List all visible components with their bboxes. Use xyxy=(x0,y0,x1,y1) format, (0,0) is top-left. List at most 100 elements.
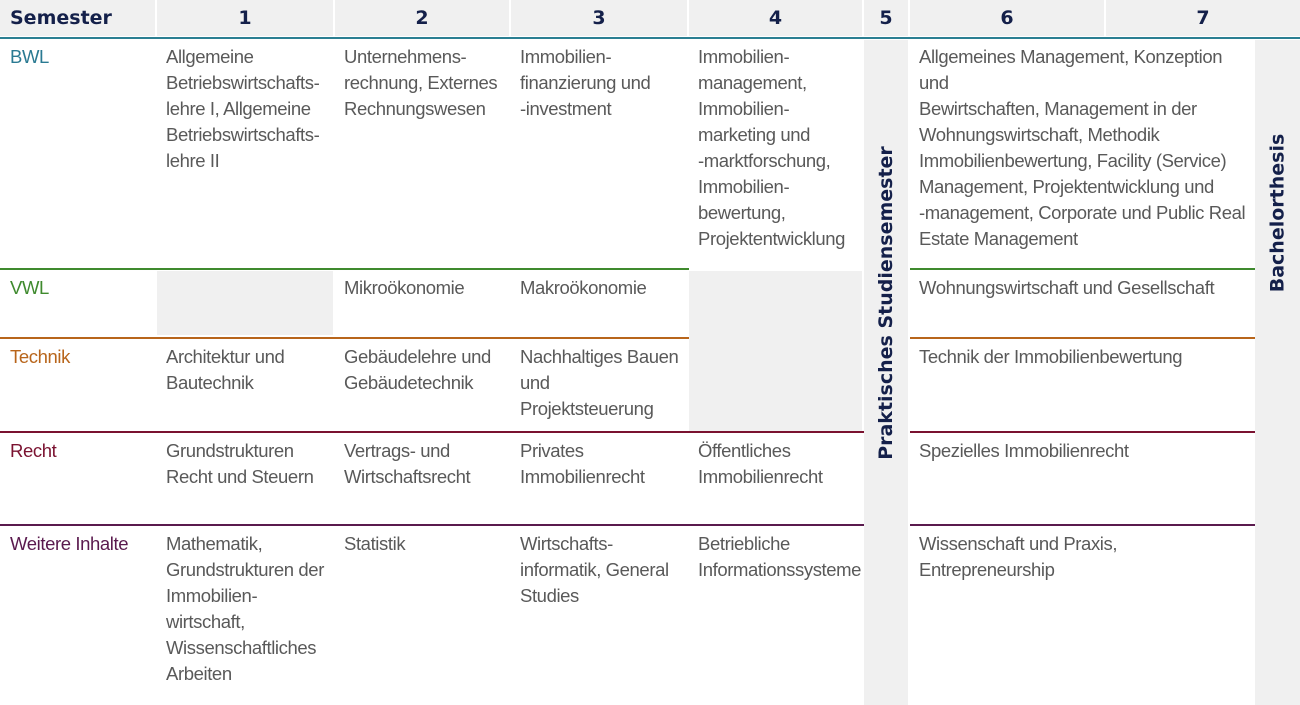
row-divider-recht xyxy=(0,524,864,526)
row-divider-vwl xyxy=(0,337,689,339)
cell-line: -management, Corporate und Public Real xyxy=(919,202,1246,223)
cell-line: Wissenschaft und Praxis, Entrepreneurshi… xyxy=(919,533,1118,580)
cell-weitere-s6-7: Wissenschaft und Praxis, Entrepreneurshi… xyxy=(910,527,1255,583)
cell-line: Immobilien- xyxy=(698,176,790,197)
row-label-weitere-inhalte: Weitere Inhalte xyxy=(10,533,129,554)
cell-line: Nachhaltiges Bauen xyxy=(520,346,679,367)
semester-7-column xyxy=(1255,40,1300,705)
bachelorthesis-label: Bachelorthesis xyxy=(1266,133,1289,292)
header-divider xyxy=(0,37,1300,39)
cell-line: Immobilienbewertung, Facility (Service) xyxy=(919,150,1227,171)
cell-line: Spezielles Immobilienrecht xyxy=(919,440,1129,461)
cell-line: Grundstrukturen der xyxy=(166,559,324,580)
cell-line: Immobilienrecht xyxy=(698,466,823,487)
cell-vwl-s3: Makroökonomie xyxy=(511,271,687,301)
cell-line: Betriebswirtschafts- xyxy=(166,72,320,93)
row-divider-technik-right xyxy=(910,431,1255,433)
cell-line: Recht und Steuern xyxy=(166,466,314,487)
header-semester-5: 5 xyxy=(864,0,908,36)
cell-line: Vertrags- und xyxy=(344,440,450,461)
header-semester-6: 6 xyxy=(910,0,1104,36)
cell-line: Immobilien- xyxy=(698,46,790,67)
cell-line: Estate Management xyxy=(919,228,1078,249)
cell-line: Immobilien- xyxy=(698,98,790,119)
row-label-technik: Technik xyxy=(10,346,70,367)
cell-line: wirtschaft, xyxy=(166,611,245,632)
row-divider-recht-right xyxy=(910,524,1255,526)
cell-line: lehre II xyxy=(166,150,220,171)
cell-recht-s1: Grundstrukturen Recht und Steuern xyxy=(157,434,333,490)
row-label-bwl: BWL xyxy=(10,46,49,67)
cell-line: Allgemeines Management, Konzeption und xyxy=(919,46,1223,93)
cell-recht-s2: Vertrags- und Wirtschaftsrecht xyxy=(335,434,509,490)
cell-line: Bewirtschaften, Management in der xyxy=(919,98,1197,119)
cell-line: Gebäudetechnik xyxy=(344,372,474,393)
row-divider-vwl-right xyxy=(910,337,1255,339)
cell-line: und xyxy=(520,372,550,393)
cell-line: Wissenschaftliches xyxy=(166,637,317,658)
cell-bwl-s4: Immobilien- management, Immobilien- mark… xyxy=(689,40,862,252)
empty-cell-vwl-s1 xyxy=(157,271,333,335)
row-divider-bwl xyxy=(0,268,689,270)
semester-5-column xyxy=(864,40,908,705)
cell-line: marketing und xyxy=(698,124,811,145)
cell-recht-s3: Privates Immobilienrecht xyxy=(511,434,687,490)
cell-weitere-s1: Mathematik, Grundstrukturen der Immobili… xyxy=(157,527,333,687)
cell-line: Gebäudelehre und xyxy=(344,346,491,367)
row-divider-technik xyxy=(0,431,864,433)
cell-line: Rechnungswesen xyxy=(344,98,486,119)
cell-line: Arbeiten xyxy=(166,663,232,684)
cell-line: Wohnungswirtschaft, Methodik xyxy=(919,124,1160,145)
cell-technik-s6-7: Technik der Immobilienbewertung xyxy=(910,340,1255,370)
cell-line: Informationssysteme xyxy=(698,559,862,580)
cell-bwl-s3: Immobilien- finanzierung und -investment xyxy=(511,40,687,122)
cell-line: bewertung, xyxy=(698,202,786,223)
cell-line: Mikroökonomie xyxy=(344,277,465,298)
header-semester-3: 3 xyxy=(511,0,687,36)
row-label-recht: Recht xyxy=(10,440,57,461)
cell-line: Privates xyxy=(520,440,584,461)
cell-line: Wirtschaftsrecht xyxy=(344,466,471,487)
cell-line: Grundstrukturen xyxy=(166,440,294,461)
cell-bwl-s6-7: Allgemeines Management, Konzeption und B… xyxy=(910,40,1255,252)
cell-line: Studies xyxy=(520,585,579,606)
cell-line: Statistik xyxy=(344,533,406,554)
cell-line: Öffentliches xyxy=(698,440,791,461)
cell-line: finanzierung und xyxy=(520,72,651,93)
header-semester-1: 1 xyxy=(157,0,333,36)
cell-line: -marktforschung, xyxy=(698,150,831,171)
cell-weitere-s2: Statistik xyxy=(335,527,509,557)
cell-bwl-s2: Unternehmens- rechnung, Externes Rechnun… xyxy=(335,40,509,122)
cell-line: Immobilien- xyxy=(166,585,258,606)
row-divider-bwl-right xyxy=(910,268,1255,270)
cell-line: Betriebswirtschafts- xyxy=(166,124,320,145)
cell-line: lehre I, Allgemeine xyxy=(166,98,311,119)
cell-recht-s4: Öffentliches Immobilienrecht xyxy=(689,434,862,490)
cell-line: Allgemeine xyxy=(166,46,254,67)
cell-vwl-s2: Mikroökonomie xyxy=(335,271,509,301)
header-semester-2: 2 xyxy=(335,0,509,36)
cell-technik-s1: Architektur und Bautechnik xyxy=(157,340,333,396)
cell-recht-s6-7: Spezielles Immobilienrecht xyxy=(910,434,1255,464)
cell-technik-s3: Nachhaltiges Bauen und Projektsteuerung xyxy=(511,340,687,422)
cell-line: Management, Projektentwicklung und xyxy=(919,176,1214,197)
cell-line: Bautechnik xyxy=(166,372,254,393)
cell-line: -investment xyxy=(520,98,612,119)
cell-line: Projektentwicklung xyxy=(698,228,846,249)
praktisches-studiensemester-label: Praktisches Studiensemester xyxy=(875,145,898,460)
cell-line: Wirtschafts- xyxy=(520,533,613,554)
row-label-vwl: VWL xyxy=(10,277,49,298)
cell-line: management, xyxy=(698,72,807,93)
header-semester-7: 7 xyxy=(1106,0,1300,36)
header-semester-label: Semester xyxy=(0,0,155,36)
cell-line: Technik der Immobilienbewertung xyxy=(919,346,1183,367)
cell-vwl-s6-7: Wohnungswirtschaft und Gesellschaft xyxy=(910,271,1255,301)
cell-line: Betriebliche xyxy=(698,533,790,554)
cell-line: Wohnungswirtschaft und Gesellschaft xyxy=(919,277,1215,298)
cell-line: rechnung, Externes xyxy=(344,72,498,93)
header-semester-4: 4 xyxy=(689,0,862,36)
cell-line: Mathematik, xyxy=(166,533,263,554)
cell-technik-s2: Gebäudelehre und Gebäudetechnik xyxy=(335,340,509,396)
cell-line: Unternehmens- xyxy=(344,46,467,67)
cell-weitere-s4: Betriebliche Informationssysteme xyxy=(689,527,862,583)
